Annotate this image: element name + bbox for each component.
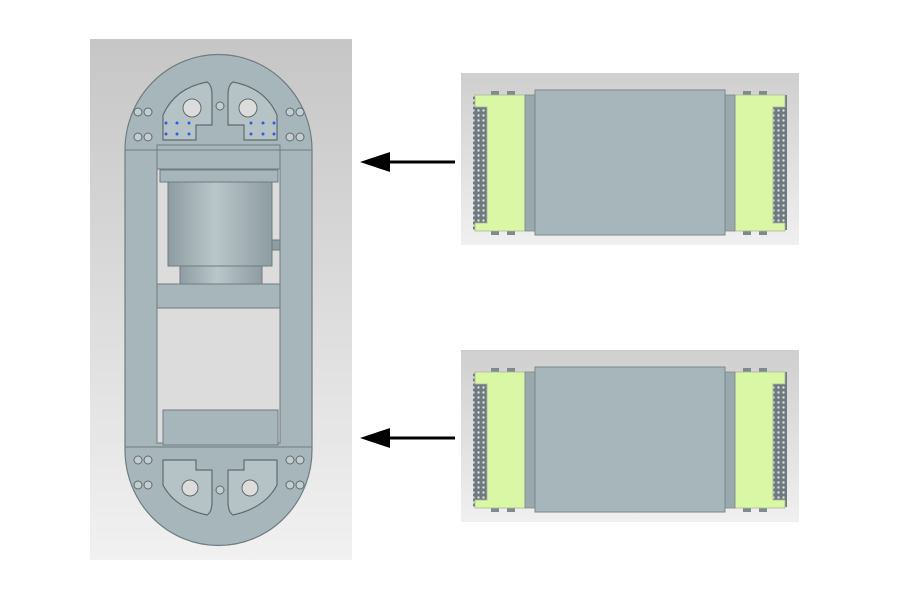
top-view-assembly bbox=[90, 39, 352, 560]
side-view-lower bbox=[460, 349, 800, 523]
arrow-upper bbox=[360, 152, 455, 172]
arrow-lower bbox=[360, 428, 455, 448]
side-view-upper bbox=[460, 72, 800, 246]
